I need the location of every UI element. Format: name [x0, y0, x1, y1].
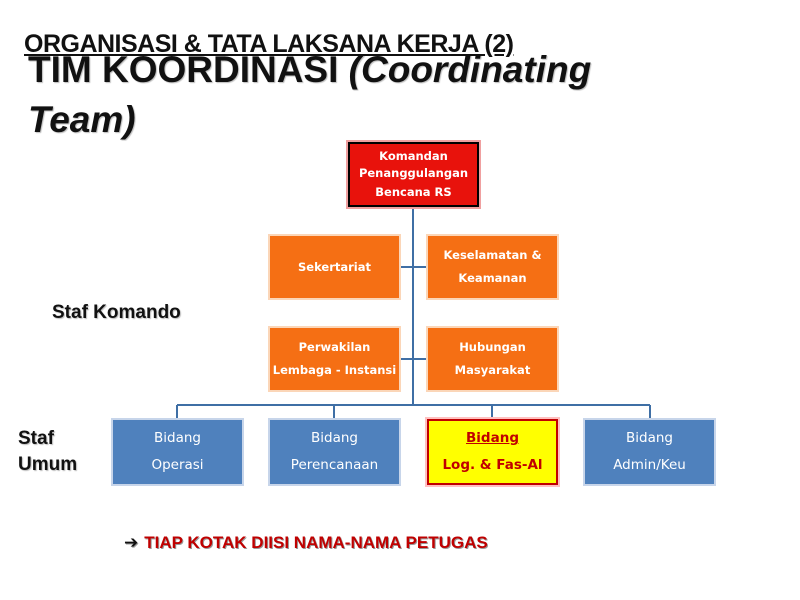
operasi-line2: Operasi: [151, 457, 204, 473]
commander-line1: Komandan: [379, 149, 448, 163]
arrow-icon: ➔: [124, 533, 139, 552]
sekertariat-label: Sekertariat: [297, 259, 372, 274]
command-staff-perwakilan: Perwakilan Lembaga - Instansi: [268, 326, 401, 392]
keselamatan-line1: Keselamatan &: [443, 248, 542, 262]
perwakilan-line1: Perwakilan: [298, 340, 371, 354]
command-staff-keselamatan: Keselamatan & Keamanan: [426, 234, 559, 300]
staf-umum-line1: Staf: [18, 428, 54, 449]
commander-line3: Bencana RS: [375, 185, 452, 199]
perwakilan-line2: Lembaga - Instansi: [272, 363, 397, 377]
general-staff-admin: Bidang Admin/Keu: [583, 418, 716, 486]
admin-line2: Admin/Keu: [613, 457, 686, 473]
staf-umum-label: Staf Umum: [18, 426, 77, 478]
admin-line1: Bidang: [626, 430, 673, 446]
perencanaan-line1: Bidang: [311, 430, 358, 446]
logistik-line1: Bidang: [466, 430, 519, 446]
general-staff-perencanaan: Bidang Perencanaan: [268, 418, 401, 486]
slide-supertitle: ORGANISASI & TATA LAKSANA KERJA (2): [24, 30, 514, 58]
general-staff-operasi: Bidang Operasi: [111, 418, 244, 486]
command-staff-sekertariat: Sekertariat: [268, 234, 401, 300]
perencanaan-line2: Perencanaan: [290, 457, 379, 473]
command-staff-humas: Hubungan Masyarakat: [426, 326, 559, 392]
humas-line1: Hubungan: [459, 340, 526, 354]
slide-title: TIM KOORDINASI (Coordinating Team): [28, 45, 668, 145]
humas-line2: Masyarakat: [454, 363, 531, 377]
logistik-line2: Log. & Fas-Al: [442, 457, 543, 473]
operasi-line1: Bidang: [154, 430, 201, 446]
general-staff-logistik: Bidang Log. & Fas-Al: [425, 417, 560, 487]
staf-komando-label: Staf Komando: [52, 302, 181, 323]
instruction-note: ➔ TIAP KOTAK DIISI NAMA-NAMA PETUGAS: [124, 533, 488, 553]
staf-umum-line2: Umum: [18, 454, 78, 475]
note-text: TIAP KOTAK DIISI NAMA-NAMA PETUGAS: [144, 533, 488, 552]
commander-line2: Penanggulangan: [358, 166, 469, 180]
commander-box: Komandan Penanggulangan Bencana RS: [346, 140, 481, 209]
title-main: TIM KOORDINASI: [28, 49, 349, 90]
keselamatan-line2: Keamanan: [458, 271, 527, 285]
title-italic: (Coordinating Team): [28, 49, 592, 140]
